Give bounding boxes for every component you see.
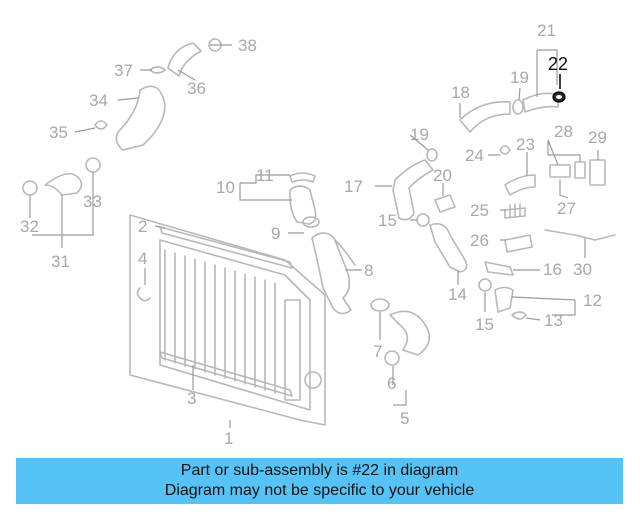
clip-part-4 (136, 287, 151, 302)
callout-19b: 19 (410, 125, 429, 144)
clamp-part-11 (289, 172, 316, 183)
banner-line-2: Diagram may not be specific to your vehi… (164, 482, 475, 499)
callout-4: 4 (138, 249, 147, 268)
seal-part-33 (85, 157, 101, 173)
pipe-part-8 (311, 232, 356, 315)
callout-22-highlighted: 22 (548, 54, 568, 74)
callout-14: 14 (448, 285, 467, 304)
pipe-part-14 (429, 222, 468, 273)
callout-7: 7 (373, 342, 382, 361)
callout-5: 5 (400, 409, 409, 428)
pipe-part-12 (494, 286, 514, 313)
hose-part-21 (522, 92, 559, 113)
callout-20: 20 (433, 166, 452, 185)
callout-38: 38 (238, 36, 257, 55)
callout-18: 18 (451, 83, 470, 102)
callout-6: 6 (387, 374, 396, 393)
clamp-part-35 (94, 120, 108, 130)
callout-12: 12 (583, 291, 602, 310)
seal-strip-part-3 (159, 351, 293, 397)
callout-21: 21 (537, 21, 556, 40)
callout-37: 37 (114, 61, 133, 80)
highlighted-clamp-part-22 (552, 91, 566, 103)
seal-part-9 (302, 216, 320, 228)
callout-2: 2 (138, 217, 147, 236)
intercooler-part-1 (129, 214, 326, 426)
clamp-part-13 (511, 311, 527, 320)
callout-23: 23 (516, 135, 535, 154)
callout-29: 29 (588, 128, 607, 147)
callout-19a: 19 (510, 68, 529, 87)
hose-part-23 (504, 174, 536, 196)
callout-15a: 15 (378, 211, 397, 230)
seal-part-7 (370, 298, 390, 312)
callout-36: 36 (187, 79, 206, 98)
callout-35: 35 (49, 123, 68, 142)
callout-13: 13 (544, 311, 563, 330)
leader-lines (29, 44, 599, 428)
parts-diagram: 1 2 3 4 5 6 7 8 9 10 11 12 13 14 15 15 1… (20, 21, 616, 448)
callout-16: 16 (543, 260, 562, 279)
callout-1: 1 (224, 429, 233, 448)
callout-26: 26 (470, 231, 489, 250)
callout-10: 10 (216, 178, 235, 197)
banner-line-1: Part or sub-assembly is #22 in diagram (180, 462, 459, 479)
hose-part-17 (392, 159, 434, 221)
callout-28: 28 (554, 122, 573, 141)
callout-3: 3 (187, 389, 196, 408)
bracket-part-26 (504, 234, 533, 253)
seal-part-15b (478, 278, 492, 292)
valve-part-28 (549, 161, 586, 179)
hose-part-36 (167, 42, 202, 77)
hose-part-5 (389, 310, 431, 356)
callout-30: 30 (573, 260, 592, 279)
seal-part-32 (22, 180, 38, 196)
callout-9: 9 (271, 224, 280, 243)
callout-27: 27 (557, 199, 576, 218)
hose-part-10 (289, 185, 317, 225)
bracket-part-25 (504, 203, 526, 219)
callout-31: 31 (51, 252, 70, 271)
callout-11: 11 (256, 166, 274, 185)
callout-15b: 15 (475, 315, 494, 334)
clamp-part-19b (426, 148, 438, 162)
hose-part-31 (44, 172, 83, 196)
callout-33: 33 (83, 192, 102, 211)
sensor-part-29 (589, 159, 606, 186)
clamp-part-37 (149, 66, 166, 74)
bracket-part-20 (434, 194, 456, 213)
callout-labels: 1 2 3 4 5 6 7 8 9 10 11 12 13 14 15 15 1… (20, 21, 607, 448)
hose-part-34 (115, 85, 166, 151)
callout-34: 34 (89, 91, 108, 110)
line-part-30 (544, 229, 616, 241)
info-banner: Part or sub-assembly is #22 in diagram D… (16, 458, 623, 504)
seal-part-15a (416, 213, 430, 227)
callout-17: 17 (344, 177, 363, 196)
callout-24: 24 (465, 146, 484, 165)
callout-8: 8 (364, 261, 373, 280)
seal-strip-part-2 (159, 226, 293, 269)
bracket-part-16 (484, 261, 514, 276)
clip-part-24 (499, 145, 511, 155)
hose-part-18 (459, 101, 511, 133)
clamp-part-19a (512, 99, 524, 115)
callout-32: 32 (20, 217, 39, 236)
callout-25: 25 (470, 201, 489, 220)
seal-part-6 (384, 350, 400, 366)
